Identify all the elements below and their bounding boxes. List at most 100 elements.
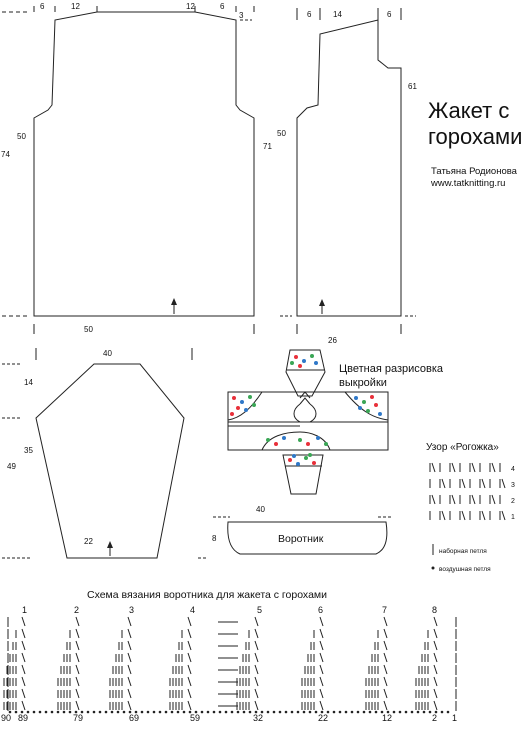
- chart-yarn-over: [14, 710, 18, 714]
- chart-decrease: [21, 700, 26, 711]
- chart-decrease: [187, 664, 192, 675]
- polka-dot: [292, 454, 296, 458]
- website-link[interactable]: www.tatknitting.ru: [431, 178, 506, 189]
- chart-decrease: [319, 640, 324, 651]
- chart-decrease: [433, 700, 438, 711]
- chart-decrease: [319, 664, 324, 675]
- polka-dot: [244, 408, 248, 412]
- chart-decrease: [127, 640, 132, 651]
- chart-decrease: [187, 628, 192, 639]
- chart-yarn-over: [308, 710, 312, 714]
- chart-decrease: [383, 676, 388, 687]
- rib-stitch-slant: [441, 510, 446, 521]
- chart-decrease: [433, 640, 438, 651]
- chart-yarn-over: [176, 710, 180, 714]
- rib-stitch-slant: [501, 510, 506, 521]
- chart-yarn-over: [194, 710, 198, 714]
- chart-yarn-over: [410, 710, 414, 714]
- chart-decrease: [21, 688, 26, 699]
- back-top-drop: 3: [239, 11, 244, 20]
- chart-bottom-90: 90: [1, 713, 11, 723]
- polka-dot: [302, 359, 306, 363]
- chart-decrease: [75, 616, 80, 627]
- chart-decrease: [433, 688, 438, 699]
- chart-decrease: [75, 640, 80, 651]
- chart-yarn-over: [368, 710, 372, 714]
- polka-dot: [252, 403, 256, 407]
- polka-dot: [354, 396, 358, 400]
- polka-dot: [294, 355, 298, 359]
- sleeve-top: 40: [103, 349, 112, 358]
- rib-row-2: 2: [511, 498, 515, 505]
- rib-stitch-slant: [471, 494, 476, 505]
- chart-decrease: [319, 652, 324, 663]
- chart-yarn-over: [44, 710, 48, 714]
- polka-dot: [266, 438, 270, 442]
- chart-yarn-over: [128, 710, 132, 714]
- back-width: 50: [84, 325, 93, 334]
- chart-yarn-over: [92, 710, 96, 714]
- chart-yarn-over: [26, 710, 30, 714]
- chart-decrease: [433, 628, 438, 639]
- chart-yarn-over: [140, 710, 144, 714]
- chart-decrease: [254, 676, 259, 687]
- chart-decrease: [21, 616, 26, 627]
- chart-decrease: [383, 640, 388, 651]
- back-total-height: 74: [1, 150, 10, 159]
- chart-yarn-over: [272, 710, 276, 714]
- chart-decrease: [187, 700, 192, 711]
- chart-decrease: [75, 676, 80, 687]
- chart-yarn-over: [122, 710, 126, 714]
- chart-decrease: [383, 652, 388, 663]
- chart-yarn-over: [236, 710, 240, 714]
- polka-dot: [362, 400, 366, 404]
- chart-yarn-over: [86, 710, 90, 714]
- chart-decrease: [75, 700, 80, 711]
- back-neck-left: 12: [71, 2, 80, 11]
- polka-dot: [378, 412, 382, 416]
- color-scheme-label: Цветная разрисовка выкройки: [339, 363, 444, 389]
- chart-yarn-over: [356, 710, 360, 714]
- chart-yarn-over: [290, 710, 294, 714]
- chart-decrease: [383, 628, 388, 639]
- polka-dot: [274, 442, 278, 446]
- chart-bottom-79: 79: [73, 713, 83, 723]
- chart-decrease: [21, 652, 26, 663]
- chart-yarn-over: [158, 710, 162, 714]
- page-title: Жакет с горохами: [428, 98, 523, 149]
- front-left-edge: 6: [307, 10, 312, 19]
- chart-decrease: [433, 652, 438, 663]
- polka-dots: [230, 354, 382, 466]
- chart-yarn-over: [134, 710, 138, 714]
- chart-decrease: [75, 628, 80, 639]
- polka-dot: [324, 442, 328, 446]
- chart-yarn-over: [182, 710, 186, 714]
- rib-stitch-slant: [461, 478, 466, 489]
- chart-yarn-over: [80, 710, 84, 714]
- chart-decrease: [127, 688, 132, 699]
- author-name: Татьяна Родионова: [431, 166, 517, 177]
- chart-bottom-59: 59: [190, 713, 200, 723]
- back-top-left: 6: [40, 2, 45, 11]
- chart-decrease: [319, 616, 324, 627]
- polka-dot: [298, 364, 302, 368]
- chart-decrease: [127, 700, 132, 711]
- chart-yarn-over: [74, 710, 78, 714]
- back-top-dims: [2, 6, 255, 21]
- collar-chart-title: Схема вязания воротника для жакета с гор…: [87, 589, 327, 601]
- chart-yarn-over: [380, 710, 384, 714]
- chart-decrease: [383, 688, 388, 699]
- chart-bottom-69: 69: [129, 713, 139, 723]
- chart-yarn-over: [284, 710, 288, 714]
- legend-cast-on: наборная петля: [439, 547, 487, 555]
- back-armhole-height: 50: [17, 132, 26, 141]
- front-total-height: 71: [263, 142, 272, 151]
- sleeve-total-height: 49: [7, 462, 16, 471]
- chart-yarn-over: [110, 710, 114, 714]
- chart-decrease: [254, 616, 259, 627]
- front-armhole-drop: 61: [408, 82, 417, 91]
- collar-width: 40: [256, 505, 265, 514]
- chart-yarn-over: [50, 710, 54, 714]
- rib-stitch-slant: [481, 478, 486, 489]
